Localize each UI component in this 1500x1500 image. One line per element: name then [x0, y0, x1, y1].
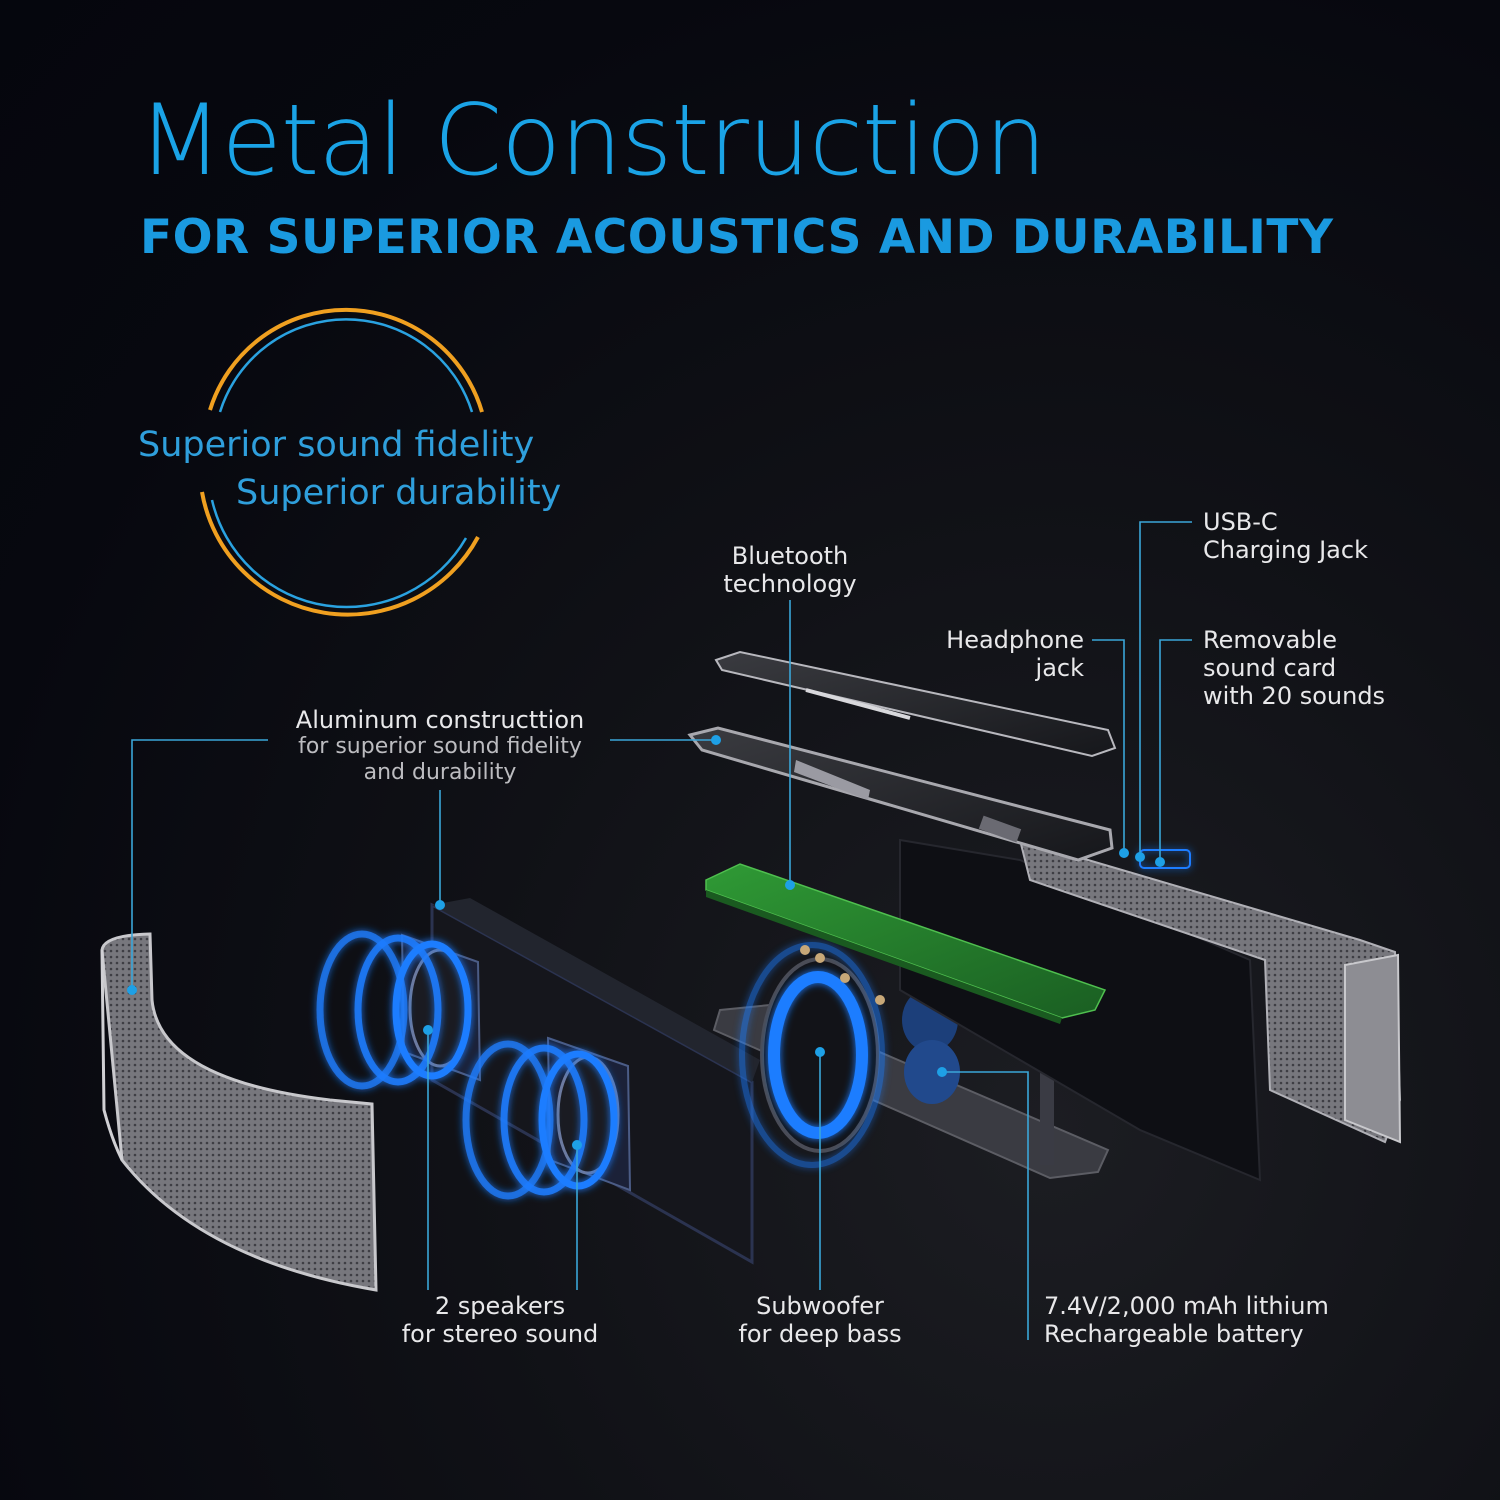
- callout-bluetooth-line2: technology: [723, 570, 857, 598]
- page-subtitle: FOR SUPERIOR ACOUSTICS AND DURABILITY: [140, 210, 1334, 265]
- orange-ring-bottom: [200, 491, 480, 617]
- wave-ring: [392, 940, 472, 1080]
- callout-soundcard: Removable sound card with 20 sounds: [1203, 626, 1385, 710]
- callout-soundcard-line1: Removable: [1203, 626, 1338, 654]
- callout-soundcard-line2: sound card: [1203, 654, 1337, 682]
- callout-usbc: USB-C Charging Jack: [1203, 508, 1368, 564]
- callout-aluminum-sub2: and durability: [363, 760, 517, 785]
- top-cover-plate: [714, 650, 1117, 758]
- callout-usbc-line1: USB-C: [1203, 508, 1278, 536]
- callout-aluminum: Aluminum constructtion for superior soun…: [268, 706, 612, 786]
- callout-headphone-line2: jack: [1035, 654, 1084, 682]
- inner-top-plate: [687, 726, 1114, 862]
- wave-ring: [354, 934, 442, 1086]
- callout-speakers-line1: 2 speakers: [434, 1292, 566, 1320]
- callout-usbc-line2: Charging Jack: [1203, 536, 1368, 564]
- callout-line-aluminum-left: [131, 739, 268, 990]
- callout-headphone-line1: Headphone: [946, 626, 1084, 654]
- port-area: [1139, 849, 1191, 869]
- wave-ring: [316, 930, 408, 1090]
- callout-dot: [572, 1140, 582, 1150]
- callout-dot: [423, 1025, 433, 1035]
- pcb-board: [705, 863, 1107, 1024]
- callout-line-headphone: [1092, 639, 1125, 853]
- callout-bluetooth-line1: Bluetooth: [731, 542, 849, 570]
- callout-speakers-line2: for stereo sound: [401, 1320, 599, 1348]
- callout-soundcard-line3: with 20 sounds: [1203, 682, 1386, 710]
- callout-dot: [1119, 848, 1129, 858]
- badge-line-fidelity: Superior sound fidelity: [138, 425, 535, 465]
- callout-line-soundcard: [1159, 639, 1192, 862]
- badge-line-durability: Superior durability: [236, 473, 562, 513]
- callout-aluminum-title: Aluminum constructtion: [295, 706, 585, 734]
- callout-subwoofer: Subwoofer for deep bass: [720, 1292, 920, 1348]
- subwoofer: [739, 942, 885, 1168]
- callout-dot: [785, 880, 795, 890]
- callout-dot: [127, 985, 137, 995]
- callout-subwoofer-line2: for deep bass: [738, 1320, 902, 1348]
- callout-dot: [937, 1067, 947, 1077]
- callout-line-battery: [942, 1071, 1029, 1340]
- callout-dot: [1135, 852, 1145, 862]
- left-grille: [100, 932, 378, 1292]
- callout-bluetooth: Bluetooth technology: [700, 542, 880, 598]
- callout-dot: [815, 1047, 825, 1057]
- callout-dots: [127, 735, 1165, 1150]
- callout-headphone: Headphone jack: [900, 626, 1084, 682]
- callout-dot: [1155, 857, 1165, 867]
- callout-battery: 7.4V/2,000 mAh lithium Rechargeable batt…: [1044, 1292, 1329, 1348]
- callout-aluminum-sub1: for superior sound fidelity: [298, 734, 582, 759]
- callout-speakers: 2 speakers for stereo sound: [380, 1292, 620, 1348]
- wave-ring: [500, 1044, 588, 1196]
- wave-ring: [462, 1040, 554, 1200]
- callout-battery-line1: 7.4V/2,000 mAh lithium: [1044, 1292, 1329, 1320]
- page-title: Metal Construction: [138, 84, 1047, 198]
- wave-ring: [538, 1050, 618, 1190]
- callout-subwoofer-line1: Subwoofer: [756, 1292, 884, 1320]
- callout-dot: [711, 735, 721, 745]
- blue-ring-top: [218, 318, 474, 413]
- badge-rings: [200, 307, 484, 617]
- blue-ring-bottom: [210, 499, 468, 609]
- callout-line-usbc: [1139, 521, 1192, 857]
- callout-lines: [131, 521, 1192, 1340]
- sound-waves: [316, 930, 618, 1200]
- callout-dot: [435, 900, 445, 910]
- orange-ring-top: [208, 307, 484, 413]
- callout-battery-line2: Rechargeable battery: [1044, 1320, 1304, 1348]
